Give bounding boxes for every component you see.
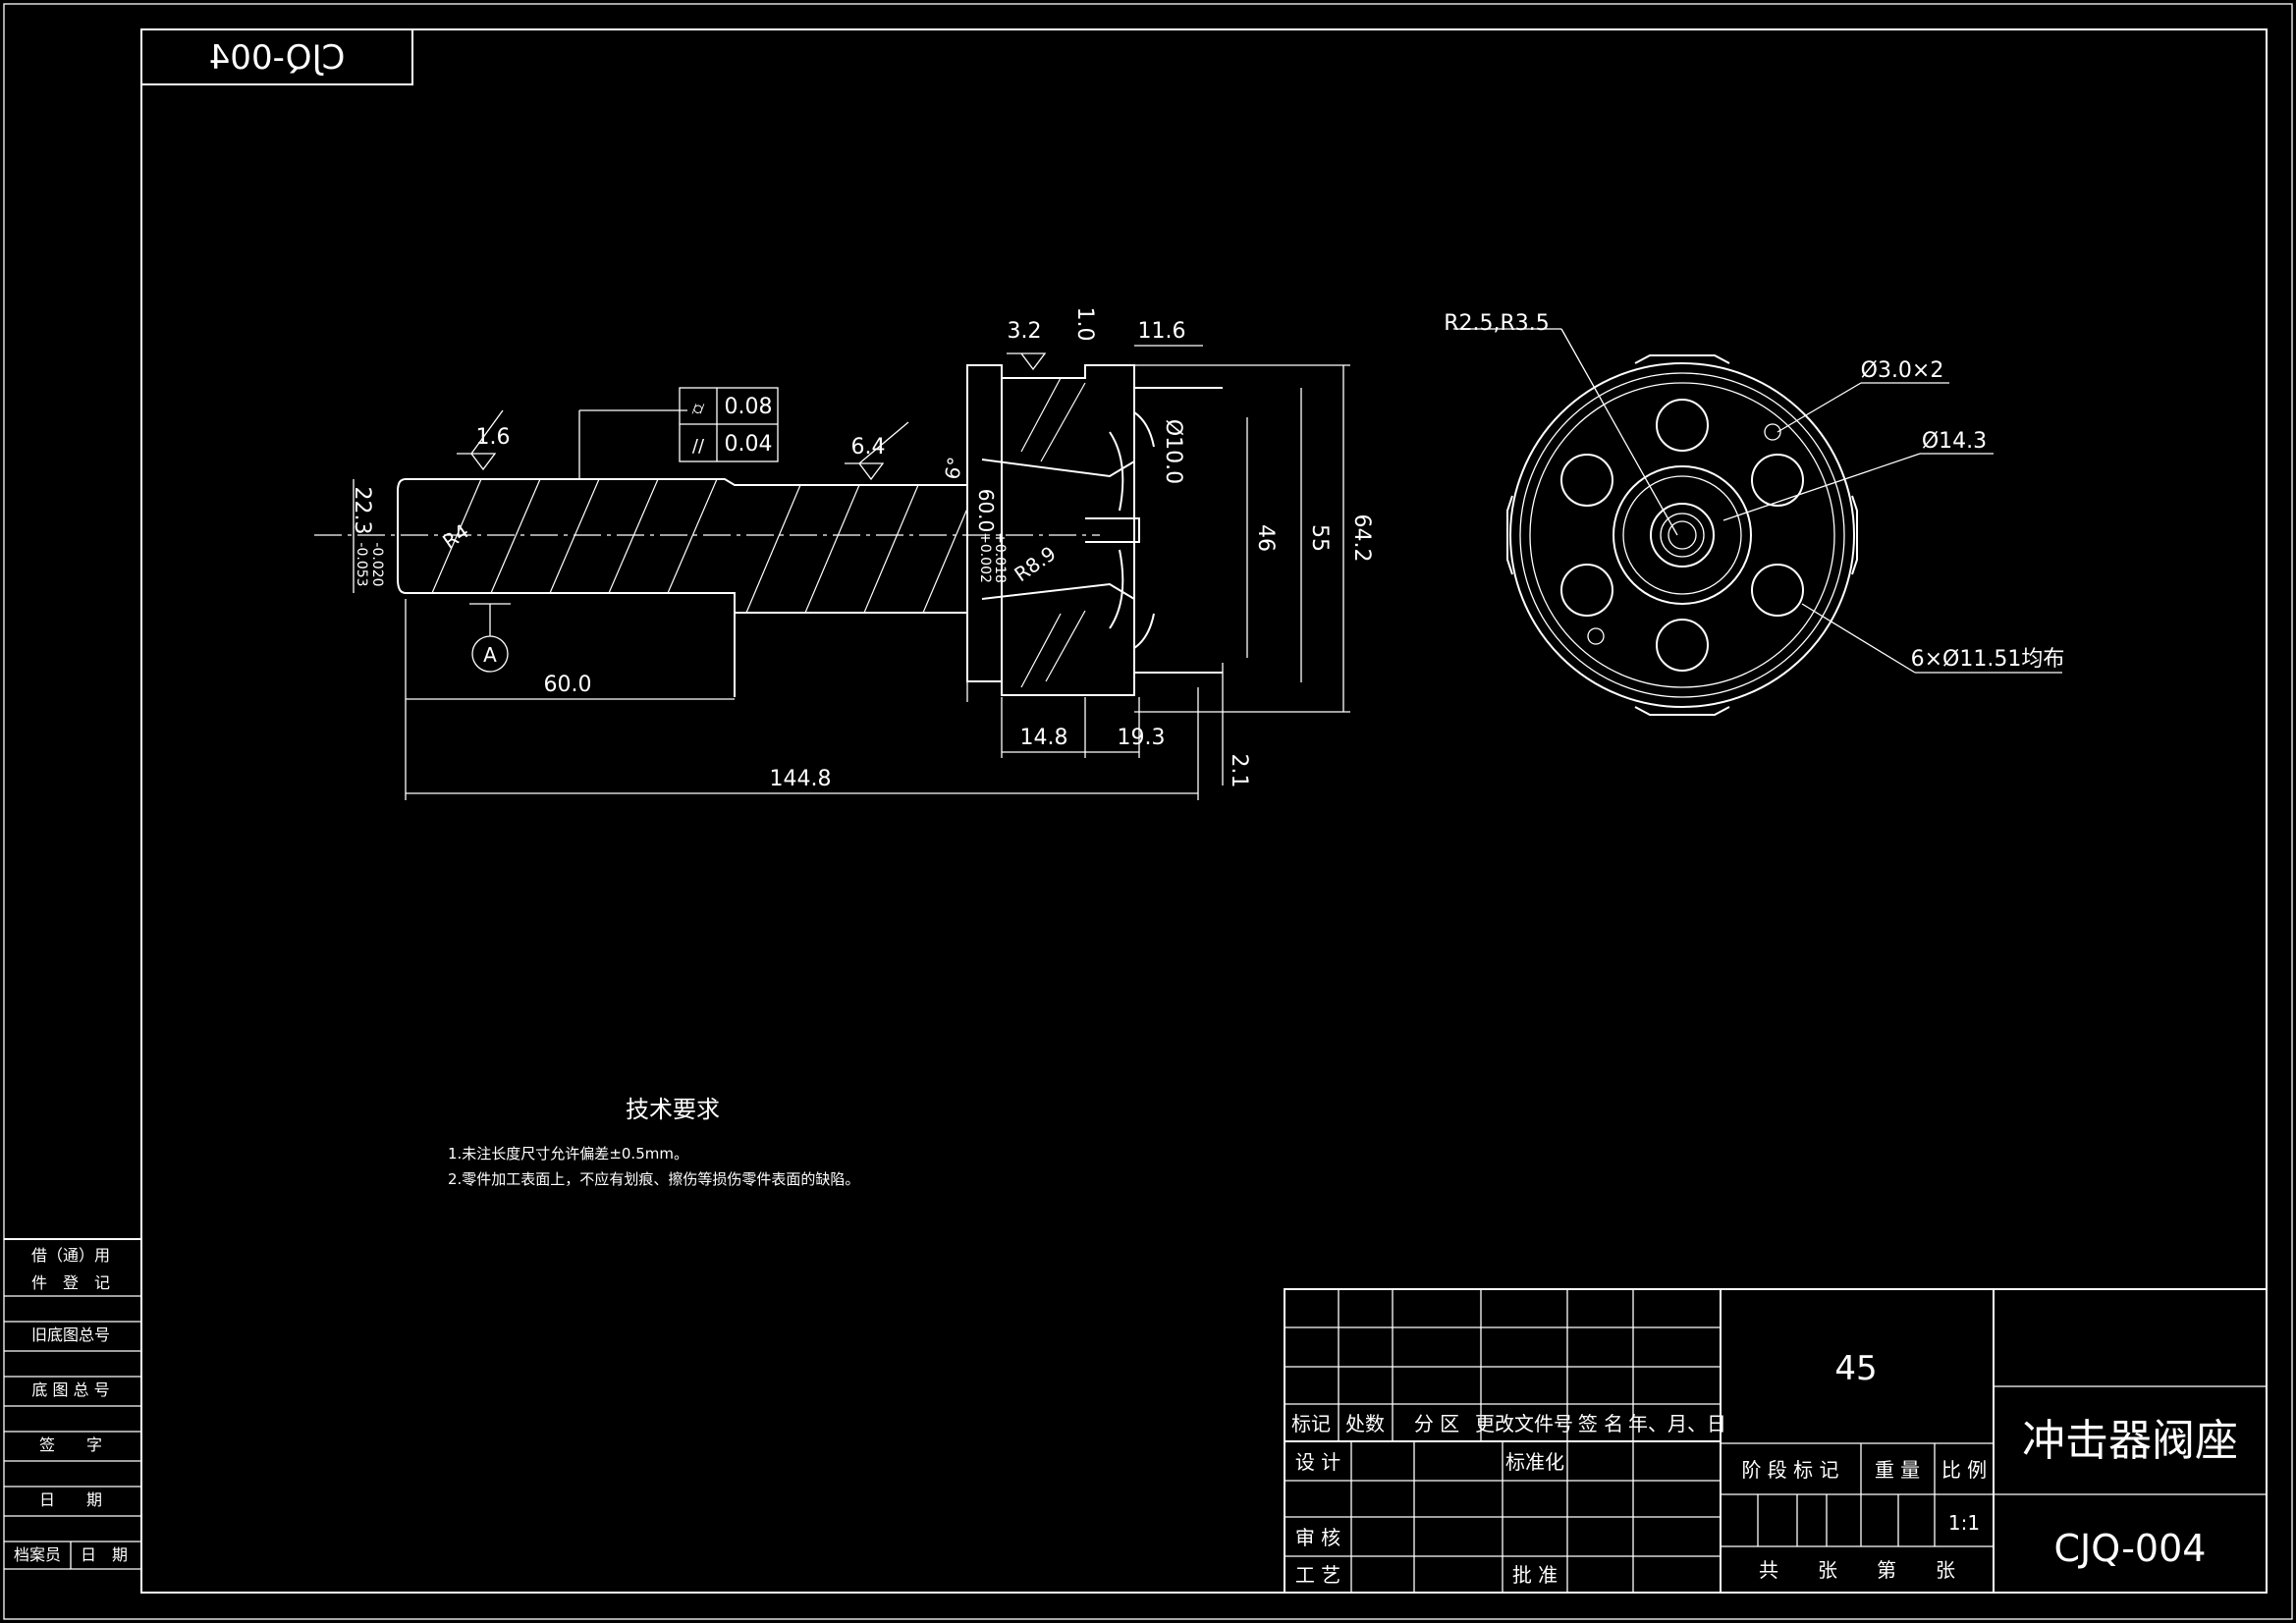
side-row5: 日 期 bbox=[39, 1490, 102, 1509]
tol-60-lower: +0.002 bbox=[977, 532, 993, 583]
tb-design: 设 计 bbox=[1295, 1450, 1340, 1474]
geometric-tolerance-frame: ⌭ // 0.08 0.04 bbox=[679, 387, 779, 462]
side-registration-block bbox=[4, 1238, 141, 1570]
tb-scale-value: 1:1 bbox=[1948, 1511, 1980, 1535]
svg-text:⌭: ⌭ bbox=[692, 399, 705, 419]
side-row6a: 档案员 bbox=[14, 1545, 61, 1564]
dim-55: 55 bbox=[1307, 524, 1332, 552]
label-hole-pattern: 6×Ø11.51均布 bbox=[1911, 647, 2065, 672]
parallel-value: 0.04 bbox=[725, 432, 773, 457]
tb-count: 处数 bbox=[1345, 1412, 1385, 1435]
dim-19-3: 19.3 bbox=[1118, 726, 1166, 750]
datum-a-label: A bbox=[483, 643, 497, 667]
dimension-lines bbox=[353, 345, 1350, 800]
outer-border bbox=[3, 3, 2293, 1620]
side-row6b: 日 期 bbox=[81, 1545, 128, 1564]
flatness-value: 0.08 bbox=[725, 395, 773, 419]
tol-22-upper: -0.020 bbox=[369, 542, 385, 586]
svg-text://: // bbox=[692, 436, 705, 457]
tech-item-1: 1.未注长度尺寸允许偏差±0.5mm。 bbox=[448, 1145, 688, 1163]
tol-60-upper: +0.018 bbox=[992, 532, 1008, 583]
inner-frame bbox=[140, 28, 2268, 1594]
label-small-holes: Ø3.0×2 bbox=[1861, 358, 1944, 383]
tb-material: 45 bbox=[1834, 1349, 1877, 1388]
side-row4: 签 字 bbox=[39, 1435, 102, 1454]
dim-144-8: 144.8 bbox=[770, 767, 832, 791]
tb-standard: 标准化 bbox=[1505, 1450, 1564, 1474]
side-row1b: 件 登 记 bbox=[31, 1273, 110, 1292]
tb-drawing-no: CJQ-004 bbox=[2054, 1527, 2207, 1570]
dim-11-6: 11.6 bbox=[1138, 319, 1186, 344]
tb-process: 工 艺 bbox=[1295, 1563, 1340, 1587]
drawing-number-box bbox=[140, 28, 413, 85]
side-row3: 底 图 总 号 bbox=[31, 1380, 109, 1399]
section-view bbox=[314, 364, 1223, 697]
dim-1-0: 1.0 bbox=[1072, 307, 1097, 342]
label-fillets: R2.5,R3.5 bbox=[1444, 311, 1550, 336]
radius-r8-9: R8.9 bbox=[1010, 541, 1060, 586]
roughness-1-6: 1.6 bbox=[476, 425, 511, 450]
tb-review: 审 核 bbox=[1295, 1526, 1340, 1549]
side-row1a: 借（通）用 bbox=[31, 1246, 110, 1265]
tb-zone: 分 区 bbox=[1414, 1412, 1459, 1435]
tol-22-lower: -0.053 bbox=[354, 542, 369, 586]
drawing-number-mirrored: CJQ-004 bbox=[209, 38, 346, 78]
radius-r4: R4 bbox=[438, 519, 473, 554]
dim-60: 60.0 bbox=[544, 673, 592, 697]
tb-part-name: 冲击器阀座 bbox=[2022, 1416, 2238, 1466]
tb-weight: 重 量 bbox=[1875, 1458, 1920, 1482]
tb-sheets: 共 张 第 张 bbox=[1759, 1558, 1955, 1582]
dim-14-8: 14.8 bbox=[1020, 726, 1068, 750]
tb-scale: 比 例 bbox=[1941, 1458, 1987, 1482]
side-row2: 旧底图总号 bbox=[31, 1325, 110, 1344]
dim-22-3: 22.3 bbox=[350, 487, 374, 535]
section-hatching bbox=[431, 377, 1086, 688]
tb-approve: 批 准 bbox=[1512, 1563, 1558, 1587]
tech-title: 技术要求 bbox=[626, 1096, 720, 1123]
dim-2-1: 2.1 bbox=[1227, 754, 1251, 788]
dim-phi10: Ø10.0 bbox=[1161, 419, 1185, 484]
title-block bbox=[1284, 1288, 2268, 1594]
tech-item-2: 2.零件加工表面上，不应有划痕、擦伤等损伤零件表面的缺陷。 bbox=[448, 1170, 859, 1188]
tb-mark: 标记 bbox=[1291, 1412, 1331, 1435]
roughness-6-4: 6.4 bbox=[851, 435, 886, 460]
tb-stage: 阶 段 标 记 bbox=[1741, 1458, 1838, 1482]
dim-64-2: 64.2 bbox=[1349, 514, 1374, 563]
label-center-dia: Ø14.3 bbox=[1922, 429, 1987, 454]
dim-phi60: 60.0 bbox=[974, 489, 998, 533]
tb-doc-no: 更改文件号 bbox=[1475, 1412, 1573, 1435]
dim-46: 46 bbox=[1253, 524, 1278, 552]
tb-sign: 签 名 bbox=[1578, 1412, 1623, 1435]
dim-3-2: 3.2 bbox=[1008, 319, 1042, 344]
end-view bbox=[1453, 328, 2062, 716]
angle-6deg: 6° bbox=[940, 456, 967, 482]
tb-date: 年、月、日 bbox=[1628, 1412, 1726, 1435]
